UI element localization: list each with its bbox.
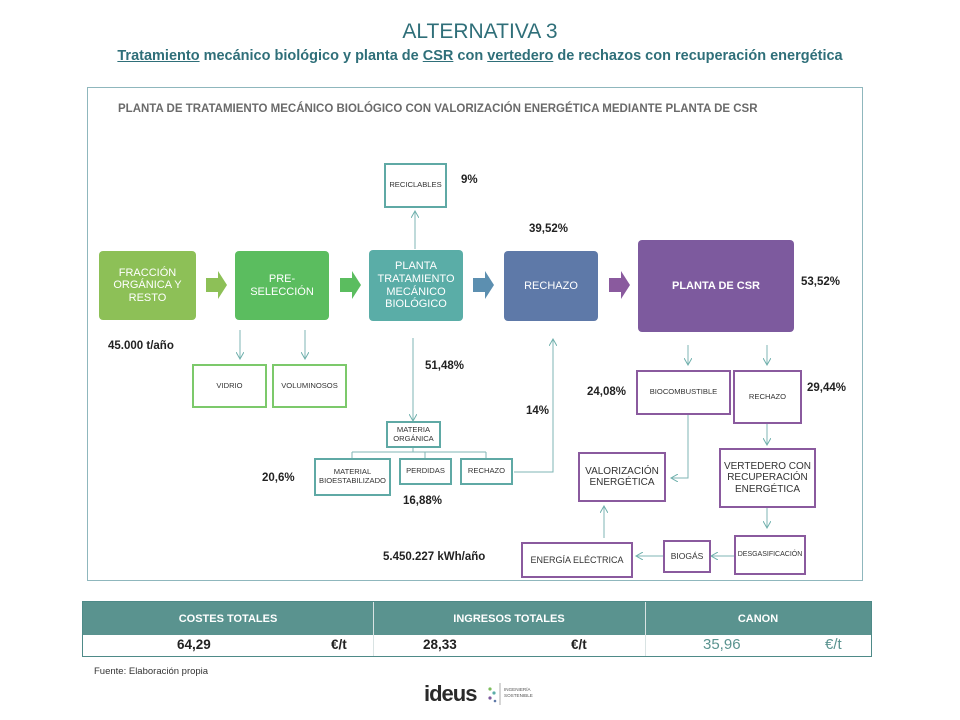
subtitle-part: mecánico biológico y planta de [199,48,423,64]
canon-unit: €/t [825,636,842,653]
page-subtitle: Tratamiento mecánico biológico y planta … [0,48,960,64]
value-biocombustible-pct: 24,08% [587,386,627,398]
node-planta-tmb: PLANTA TRATAMIENTO MECÁNICO BIOLÓGICO [369,250,463,321]
value-input-tonnage: 45.000 t/año [108,340,174,352]
node-rechazo-mo: RECHAZO [460,458,513,485]
ingresos-unit: €/t [571,637,587,652]
node-reciclables: RECICLABLES [384,163,447,208]
node-rechazo-csr: RECHAZO [733,370,802,424]
node-valorizacion-energetica: VALORIZACIÓN ENERGÉTICA [578,452,666,502]
table-header-costes: COSTES TOTALES [83,602,373,635]
ideus-logo: ideus INGENIERÍA SOSTENIBLE [424,681,533,706]
node-pre-seleccion: PRE-SELECCIÓN [235,251,329,320]
costs-table: COSTES TOTALES INGRESOS TOTALES CANON 64… [82,601,872,657]
value-rechazo-pct: 39,52% [529,223,569,235]
value-rechazo-mo-pct: 14% [526,405,550,417]
node-energia-electrica: ENERGÍA ELÉCTRICA [521,542,633,578]
value-rechazo-csr-pct: 29,44% [807,382,847,394]
node-perdidas: PERDIDAS [399,458,452,485]
node-fraccion-organica: FRACCIÓN ORGÁNICA Y RESTO [99,251,196,320]
table-cell-canon: 35,96 €/t [645,635,871,656]
node-planta-csr: PLANTA DE CSR [638,240,794,332]
table-divider [373,602,374,656]
subtitle-part: Tratamiento [117,48,200,64]
canon-value: 35,96 [703,636,741,653]
page-title: ALTERNATIVA 3 [402,20,558,43]
node-vertedero: VERTEDERO CON RECUPERACIÓN ENERGÉTICA [719,448,816,508]
logo-word: ideus [424,681,477,706]
block-arrows [206,271,630,299]
subtitle-part: CSR [422,48,454,64]
value-energy-kwh: 5.450.227 kWh/año [383,551,486,563]
node-vidrio: VIDRIO [192,364,267,408]
value-bioestabilizado-pct: 20,6% [262,472,295,484]
subtitle-part: vertedero [487,48,554,64]
node-material-bioestabilizado: MATERIAL BIOESTABILIZADO [314,458,391,496]
value-perdidas-pct: 16,88% [403,495,443,507]
value-tmb-pct: 51,48% [425,360,465,372]
diagram-frame [87,87,863,581]
table-cell-ingresos: 28,33 €/t [373,635,645,656]
table-divider [645,602,646,656]
source-note: Fuente: Elaboración propia [94,666,209,677]
costes-value: 64,29 [177,637,211,652]
diagram-heading: PLANTA DE TRATAMIENTO MECÁNICO BIOLÓGICO… [118,103,758,115]
costes-unit: €/t [331,637,347,652]
node-voluminosos: VOLUMINOSOS [272,364,347,408]
node-biogas: BIOGÁS [663,540,711,573]
subtitle-part: de rechazos con recuperación energética [553,48,843,64]
logo-tagline: INGENIERÍA [504,686,531,692]
table-header-ingresos: INGRESOS TOTALES [373,602,645,635]
node-materia-organica: MATERIA ORGÁNICA [386,421,441,448]
value-reciclables-pct: 9% [461,174,478,186]
value-csr-pct: 53,52% [801,276,841,288]
node-rechazo: RECHAZO [504,251,598,321]
table-header-canon: CANON [645,602,871,635]
node-desgasificacion: DESGASIFICACIÓN [734,535,806,575]
node-biocombustible: BIOCOMBUSTIBLE [636,370,731,415]
svg-text:SOSTENIBLE: SOSTENIBLE [504,693,533,698]
ingresos-value: 28,33 [423,637,457,652]
table-cell-costes: 64,29 €/t [83,635,373,656]
subtitle-part: con [453,48,488,64]
